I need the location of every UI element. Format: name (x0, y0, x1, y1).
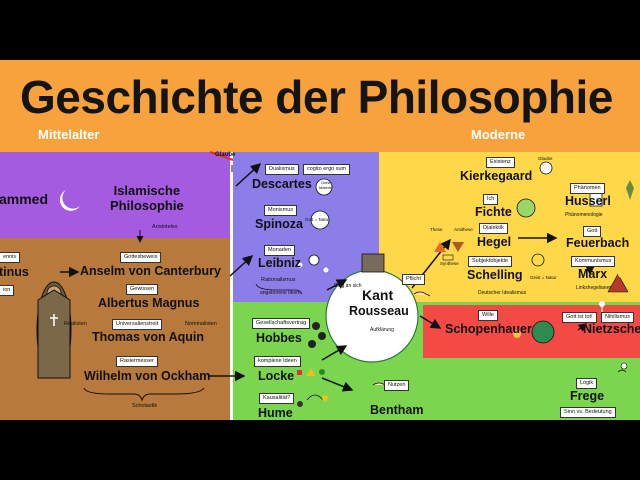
scholastik-label: Scholastik (132, 403, 158, 409)
tag-cut-left-2: ion (0, 285, 15, 296)
tag-rasiermesser: Rasiermesser (116, 356, 158, 367)
tag-pflicht: Pflicht (402, 274, 425, 285)
tag-cogito: cogito ergo sum (303, 164, 351, 175)
marx-name: Marx (578, 267, 608, 281)
anselm-name: Anselm von Canterbury (80, 264, 222, 278)
hegel-name: Hegel (477, 235, 512, 249)
tag-dialektik: Dialektik (479, 223, 508, 234)
tag-subjektobjekte: Subjektobjekte (468, 256, 513, 267)
tag-existenz: Existenz (486, 157, 515, 168)
tag-kausalitaet: Kausalität? (259, 393, 295, 404)
spinoza-name: Spinoza (255, 217, 303, 231)
tag-gewissen: Gewissen (126, 284, 159, 295)
tag-universalienstreit: Universalienstreit (112, 319, 163, 330)
tag-nutzen: Nutzen (384, 380, 410, 391)
hume-name: Hume (258, 406, 293, 420)
tag-komplexe-ideen: komplexe Ideen (254, 356, 301, 367)
tag-phaenomen: Phänomen (570, 183, 605, 194)
tag-logik: Logik (576, 378, 598, 389)
hobbes-name: Hobbes (256, 331, 302, 345)
glaube-label: Glaube (215, 152, 236, 158)
philosophy-map: Geschichte der Philosophie Mittelalter M… (0, 60, 640, 420)
tag-dualismus: Dualismus (265, 164, 299, 175)
divider-white (230, 152, 233, 420)
arrow-aristoteles (235, 162, 262, 187)
tag-kommunismus: Kommunismus (571, 256, 616, 267)
schelling-name: Schelling (467, 268, 523, 282)
these-label: These (430, 227, 443, 232)
tag-ich: Ich (483, 194, 499, 205)
kant-name: Kant (362, 287, 394, 303)
tag-gesellschaftsvertrag: Gesellschaftsvertrag (252, 318, 311, 329)
locke-name: Locke (258, 369, 295, 383)
bentham-name: Bentham (370, 403, 424, 417)
aufklaerung-label: Aufklärung (370, 327, 394, 333)
feuerbach-name: Feuerbach (566, 236, 630, 250)
ockham-name: Wilhelm von Ockham (84, 369, 211, 383)
deutscher-idealismus-label: Deutscher Idealismus (478, 290, 527, 296)
linkshegelianer-label: Linkshegelianer (576, 285, 612, 291)
geist-natur-label: Geist = Natur (530, 275, 557, 280)
arrow-hume-bentham (321, 377, 354, 392)
angeborene-ideen-label: angeborene Ideen (260, 290, 301, 296)
page-title: Geschichte der Philosophie (20, 71, 613, 123)
tag-wille: Wille (478, 310, 498, 321)
frege-name: Frege (570, 389, 605, 403)
mohammed-name-cut: ammed (0, 191, 49, 207)
era-label-middle-ages: Mittelalter (38, 127, 100, 142)
descartes-name: Descartes (252, 177, 312, 191)
ding-an-sich-label: Ding an sich (334, 283, 362, 289)
realisten-label: Realisten (64, 321, 87, 327)
islamic-region (0, 152, 230, 238)
tag-gott: Gott (583, 226, 602, 237)
tag-gottesbeweis: Gottesbeweis (120, 252, 162, 263)
augustinus-name-cut: tinus (0, 265, 29, 279)
gott-natur-label: Gott = Natur (305, 217, 330, 222)
tag-monismus: Monismus (264, 205, 298, 216)
phaenomenologie-label: Phänomenologie (565, 212, 603, 218)
diagram-drawing (36, 151, 634, 407)
antithese-label: Antithese (454, 227, 473, 232)
husserl-name: Husserl (565, 194, 611, 208)
kierkegaard-name: Kierkegaard (460, 169, 533, 183)
nominalisten-label: Nominalisten (185, 321, 217, 327)
tag-monaden: Monaden (264, 245, 295, 256)
tag-sinn-bedeutung: Sinn vs. Bedeutung (560, 407, 616, 418)
rousseau-name: Rousseau (349, 304, 409, 318)
aquin-name: Thomas von Aquin (92, 330, 205, 344)
albertus-name: Albertus Magnus (98, 296, 200, 310)
aristoteles-label: Aristoteles (152, 224, 178, 230)
islamic-philosophy-name: Islamische Philosophie (110, 183, 184, 213)
era-label-modern: Moderne (471, 127, 526, 142)
tag-cut-left-1: ennis (0, 252, 21, 263)
nietzsche-name: Nietzsche (583, 322, 640, 336)
synthese-label: Synthese (440, 261, 459, 266)
leibniz-name: Leibniz (258, 256, 302, 270)
fichte-name: Fichte (475, 205, 512, 219)
arrow-leibniz-kant (326, 279, 348, 291)
glaube-small-label: Glaube (538, 156, 553, 161)
schopenhauer-name: Schopenhauer (445, 322, 532, 336)
arrow-kant-schopenhauer (419, 315, 442, 329)
tag-gott-ist-tot: Gott ist tot! (562, 312, 597, 323)
rationalismus-label: Rationalismus (261, 277, 296, 283)
tag-nihilismus: Nihilismus (601, 312, 635, 323)
geist-materie-label: Geist Materie (319, 180, 333, 191)
arrow-locke-kant (321, 345, 348, 361)
